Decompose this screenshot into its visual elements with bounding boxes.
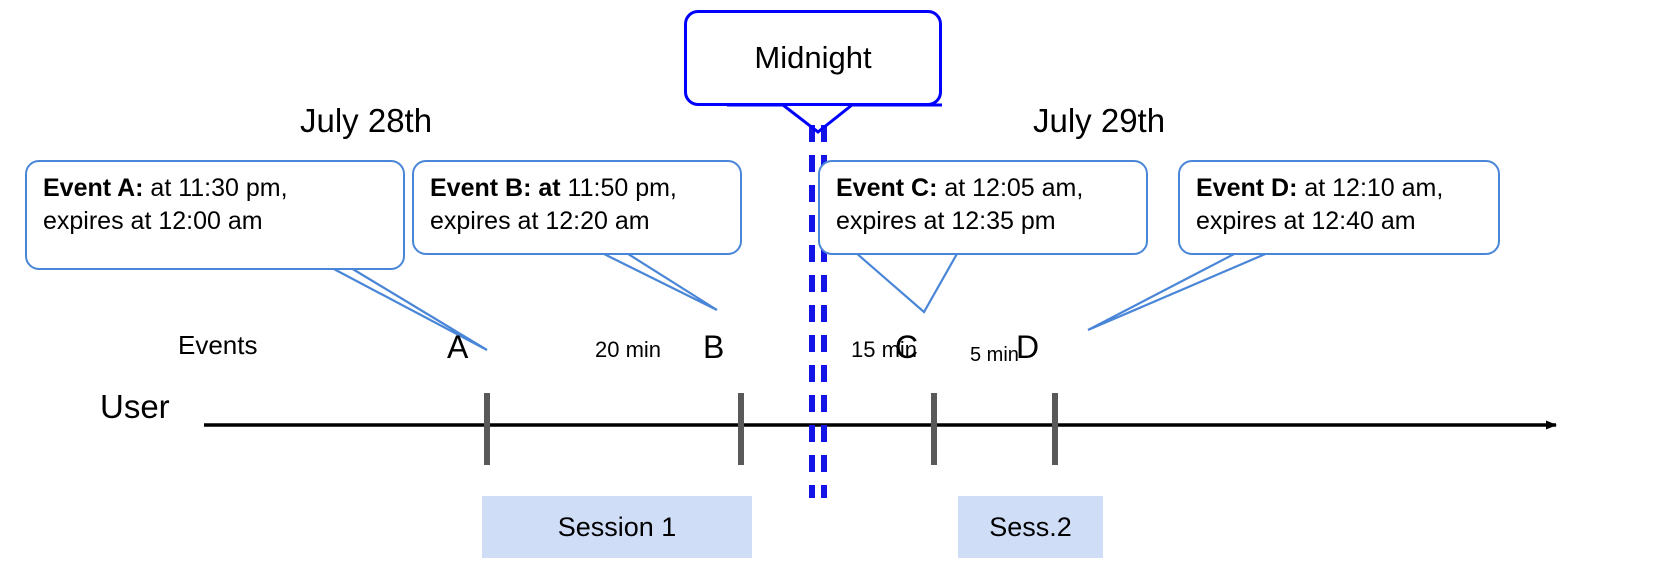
date-label-july-28: July 28th (300, 102, 433, 139)
interval-label-bc: 15 min (851, 337, 918, 362)
session-box-2: Sess.2 (958, 496, 1103, 558)
session-box-1-label: Session 1 (557, 511, 677, 542)
callout-event-c-rest: at 12:05 am, (937, 174, 1084, 202)
event-marker-label-a: A (447, 329, 469, 365)
callout-event-b-line2: expires at 12:20 am (430, 207, 650, 235)
date-label-july-29: July 29th (1033, 102, 1166, 139)
interval-label-ab: 20 min (595, 337, 662, 362)
session-box-1: Session 1 (482, 496, 752, 558)
callout-tail-event-c (854, 251, 959, 314)
interval-label-cd: 5 min (970, 344, 1019, 366)
callout-tail-event-b (599, 251, 718, 311)
callout-event-a-line2: expires at 12:00 am (43, 207, 263, 235)
callout-event-c: Event C: at 12:05 am, expires at 12:35 p… (818, 160, 1148, 255)
event-marker-label-c: C (895, 329, 919, 365)
event-marker-label-b: B (703, 329, 725, 365)
callout-event-b: Event B: at 11:50 pm, expires at 12:20 a… (412, 160, 742, 255)
callout-event-a-line1: Event A: at 11:30 pm, (43, 172, 389, 205)
callout-event-c-bold: Event C: (836, 174, 938, 202)
event-tick-b (738, 393, 744, 465)
session-box-2-label: Sess.2 (989, 511, 1072, 542)
callout-event-b-line1: Event B: at 11:50 pm, (430, 172, 726, 205)
event-tick-c (931, 393, 937, 465)
callout-event-d: Event D: at 12:10 am, expires at 12:40 a… (1178, 160, 1500, 255)
callout-event-a-bold: Event A: (43, 174, 144, 202)
midnight-callout-label: Midnight (754, 40, 872, 75)
event-tick-d (1052, 393, 1058, 465)
callout-event-b-rest: 11:50 pm, (560, 174, 677, 202)
callout-event-a: Event A: at 11:30 pm, expires at 12:00 a… (25, 160, 405, 270)
callout-event-b-bold: Event B: at (430, 174, 561, 202)
callout-tail-event-d (1087, 250, 1271, 332)
callout-event-d-line2: expires at 12:40 am (1196, 207, 1416, 235)
callout-event-c-line1: Event C: at 12:05 am, (836, 172, 1132, 205)
events-row-label: Events (178, 330, 258, 360)
callout-event-d-bold: Event D: (1196, 174, 1298, 202)
midnight-callout: Midnight (684, 10, 942, 106)
callout-event-a-rest: at 11:30 pm, (143, 174, 288, 202)
callout-event-d-line1: Event D: at 12:10 am, (1196, 172, 1484, 205)
callout-event-d-rest: at 12:10 am, (1297, 174, 1444, 202)
event-marker-label-d: D (1016, 329, 1040, 365)
event-tick-a (484, 393, 490, 465)
callout-event-c-line2: expires at 12:35 pm (836, 207, 1056, 235)
user-row-label: User (100, 388, 170, 425)
midnight-callout-tail (727, 103, 942, 134)
